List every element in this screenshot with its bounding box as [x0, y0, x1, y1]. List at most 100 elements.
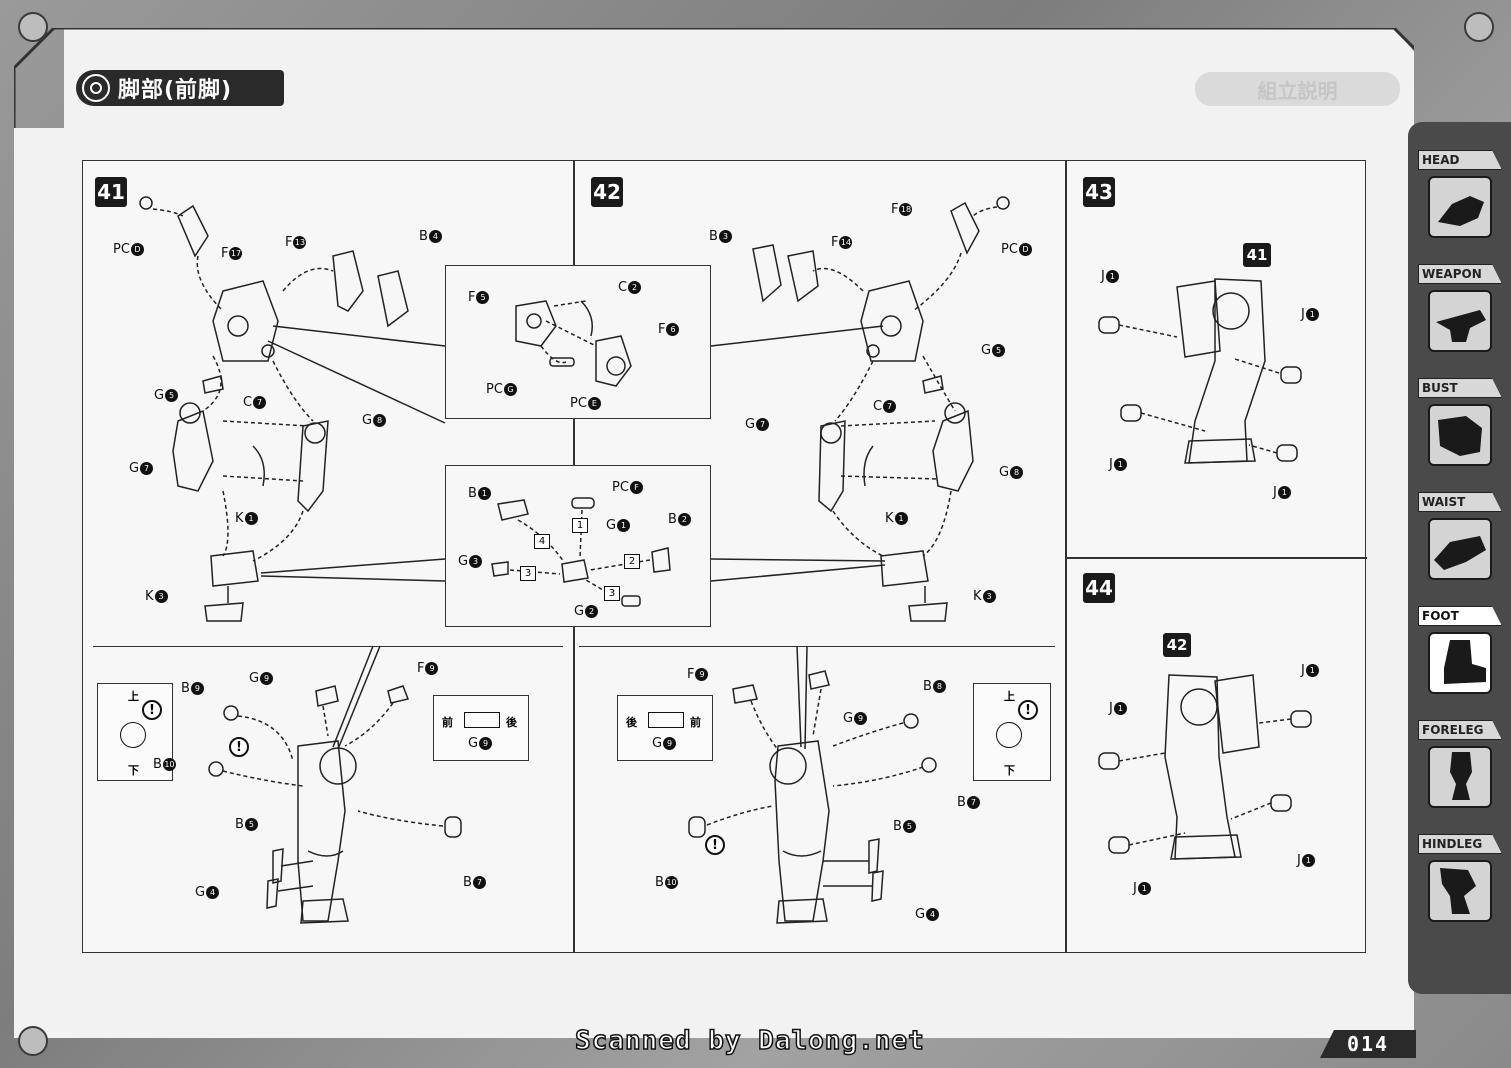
part-number: 1 [1301, 854, 1315, 867]
part-number: 5 [476, 291, 490, 304]
part-number: 1 [894, 512, 908, 525]
sequence-box: 2 [624, 554, 640, 569]
front-label: 前 [442, 716, 453, 729]
front-label: 前 [690, 716, 701, 729]
part-label: C [873, 399, 883, 414]
up-label: 上 [1004, 690, 1015, 703]
down-label: 下 [128, 764, 139, 777]
section-title: 脚部(前脚) [118, 78, 233, 103]
sidebar-nav: HEAD WEAPON BUST WAIST FOOT FORELEG HI [1408, 122, 1511, 994]
part-label: G [362, 413, 373, 428]
part-outline [648, 712, 684, 728]
divider [579, 646, 1055, 648]
part-label: J [1133, 881, 1137, 896]
part-label: G [574, 604, 585, 619]
part-label: F [831, 235, 839, 250]
part-label: PC [486, 382, 503, 397]
orientation-note-box: 上 ! 下 [97, 683, 173, 781]
part-label: B [957, 795, 966, 810]
part-label: B [235, 817, 244, 832]
part-number: 4 [926, 908, 940, 921]
part-number: 10 [162, 758, 176, 771]
part-number: 18 [899, 203, 913, 216]
part-label: J [1109, 701, 1113, 716]
part-number: 1 [1113, 458, 1127, 471]
part-number: 4 [206, 886, 220, 899]
part-label: G [129, 461, 140, 476]
part-label: G [843, 711, 854, 726]
step-number: 44 [1083, 573, 1115, 603]
divider [1065, 161, 1067, 952]
head-icon [1428, 176, 1492, 238]
sidebar-item-foreleg[interactable]: FORELEG [1418, 720, 1511, 820]
part-number: 5 [244, 818, 258, 831]
step-number: 42 [591, 177, 623, 207]
part-number: 3 [154, 590, 168, 603]
reference-step: 41 [1243, 243, 1271, 267]
sequence-box: 3 [520, 566, 536, 581]
part-label: G [915, 907, 926, 922]
part-number: 6 [666, 323, 680, 336]
sidebar-item-label: WAIST [1418, 492, 1502, 512]
warning-icon: ! [142, 700, 162, 720]
part-number: 5 [992, 344, 1006, 357]
part-number: 4 [428, 230, 442, 243]
part-label: F [417, 661, 425, 676]
part-number: 9 [695, 668, 709, 681]
part-number: 1 [1305, 308, 1319, 321]
part-label: G [999, 465, 1010, 480]
part-number: 9 [425, 662, 439, 675]
warning-icon: ! [229, 737, 249, 757]
hindleg-icon [1428, 860, 1492, 922]
part-label: B [923, 679, 932, 694]
sidebar-item-head[interactable]: HEAD [1418, 150, 1511, 250]
part-number: 7 [472, 876, 486, 889]
waist-icon [1428, 518, 1492, 580]
part-number: 7 [883, 400, 897, 413]
part-label: B [893, 819, 902, 834]
part-number: 7 [966, 796, 980, 809]
sidebar-item-label: WEAPON [1418, 264, 1502, 284]
part-number: D [130, 243, 144, 256]
sidebar-item-foot[interactable]: FOOT [1418, 606, 1511, 706]
part-label: K [235, 511, 244, 526]
sidebar-item-weapon[interactable]: WEAPON [1418, 264, 1511, 364]
watermark-text: Scanned by Dalong.net [574, 1025, 925, 1057]
part-number: 8 [932, 680, 946, 693]
part-label: J [1273, 485, 1277, 500]
part-number: 7 [253, 396, 267, 409]
sidebar-item-waist[interactable]: WAIST [1418, 492, 1511, 592]
part-number: 1 [1113, 702, 1127, 715]
part-label: F [687, 667, 695, 682]
part-label: B [709, 229, 718, 244]
sidebar-item-label: HINDLEG [1418, 834, 1502, 854]
part-number: 3 [469, 555, 483, 568]
section-title-tab: 脚部(前脚) [76, 70, 284, 106]
part-label: B [655, 875, 664, 890]
part-label: G [458, 554, 469, 569]
part-number: 1 [1105, 270, 1119, 283]
weapon-icon [1428, 290, 1492, 352]
sidebar-item-hindleg[interactable]: HINDLEG [1418, 834, 1511, 934]
part-number: 1 [1277, 486, 1291, 499]
part-label: F [468, 290, 476, 305]
part-label: K [885, 511, 894, 526]
step-number: 43 [1083, 177, 1115, 207]
part-number: 3 [718, 230, 732, 243]
sidebar-item-bust[interactable]: BUST [1418, 378, 1511, 478]
part-number: 9 [190, 682, 204, 695]
instruction-grid: 41 [82, 160, 1367, 953]
part-number: 17 [229, 247, 243, 260]
foreleg-icon [1428, 746, 1492, 808]
warning-icon: ! [1018, 700, 1038, 720]
step-43-diagram [1098, 278, 1302, 464]
inset-diagram [515, 300, 632, 387]
part-number: G [503, 383, 517, 396]
back-label: 後 [506, 716, 517, 729]
part-label: B [419, 229, 428, 244]
divider [93, 646, 563, 648]
part-number: 5 [902, 820, 916, 833]
part-number: 5 [165, 389, 179, 402]
